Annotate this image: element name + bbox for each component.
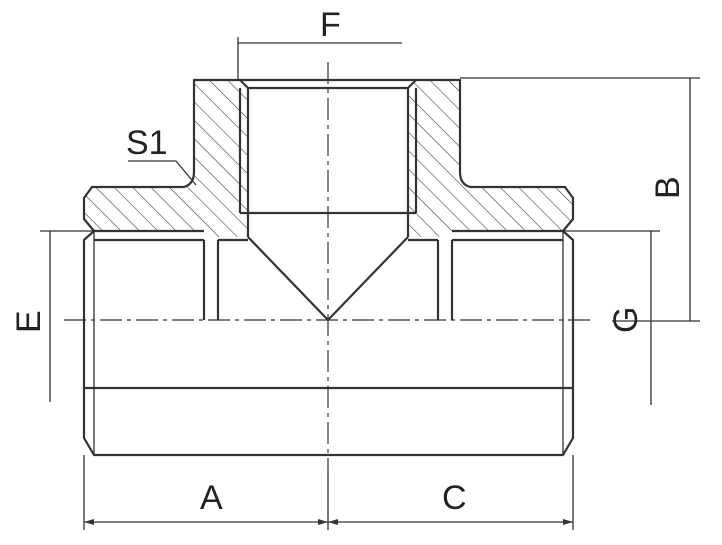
label-e: E [10,310,48,333]
label-f: F [320,6,341,44]
run-bore [94,229,563,320]
label-a: A [200,479,223,517]
label-g: G [607,307,645,333]
center-lines [64,62,592,470]
hatch-left [84,80,248,237]
label-c: C [442,479,467,517]
label-s1: S1 [126,124,168,162]
section-hatching [84,80,573,237]
hatch-right [408,80,573,237]
label-b: B [649,176,687,199]
dimension-lines [40,37,700,530]
